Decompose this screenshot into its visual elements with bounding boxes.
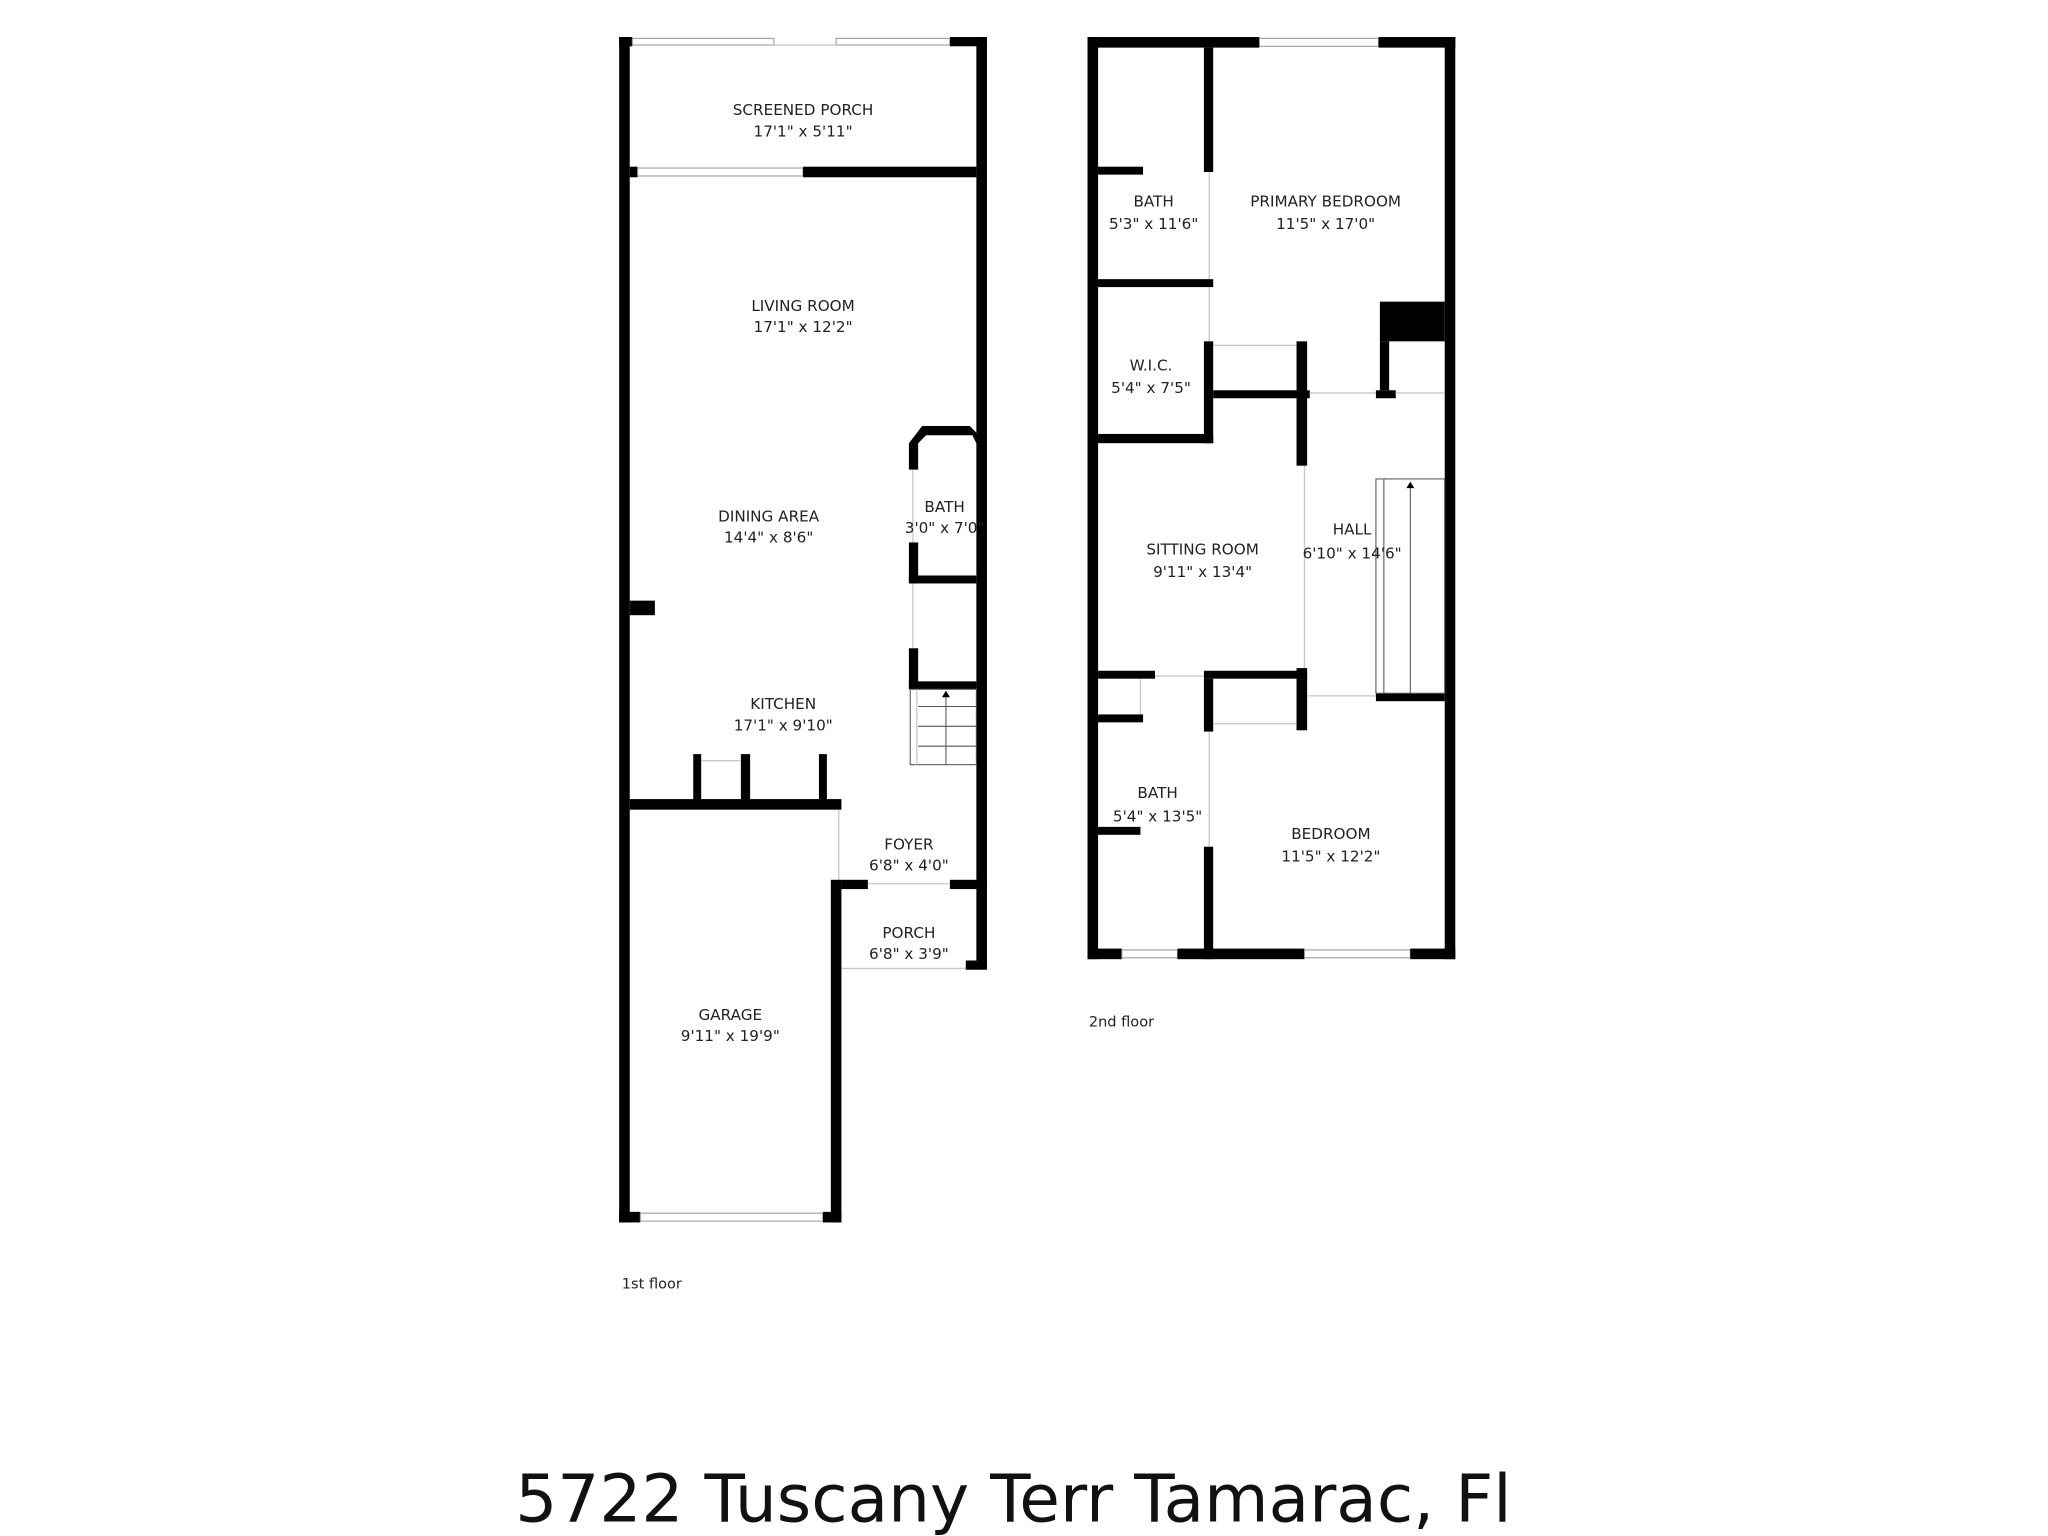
room-size: 6'10" x 14'6" <box>1303 544 1402 562</box>
wall <box>1375 693 1445 702</box>
room-size: 17'1" x 12'2" <box>754 318 853 336</box>
wall <box>949 879 987 890</box>
wall <box>976 37 987 969</box>
wall <box>1296 668 1308 731</box>
room-size: 6'8" x 3'9" <box>869 945 949 963</box>
wall <box>1098 166 1144 175</box>
room-name: PORCH <box>882 924 935 942</box>
room-name: KITCHEN <box>750 695 816 713</box>
room-size: 17'1" x 9'10" <box>734 716 833 734</box>
wall <box>1203 670 1308 679</box>
wall <box>1098 433 1214 444</box>
wall <box>908 426 980 470</box>
garage-door <box>639 1212 824 1222</box>
room-size: 11'5" x 12'2" <box>1281 847 1380 865</box>
room-size: 14'4" x 8'6" <box>724 528 813 546</box>
room-name: FOYER <box>884 835 934 853</box>
window <box>1258 37 1380 47</box>
room-name: PRIMARY BEDROOM <box>1250 192 1401 210</box>
room-name: W.I.C. <box>1130 356 1173 374</box>
wall <box>908 575 977 584</box>
room-name: DINING AREA <box>718 507 820 525</box>
wall <box>908 681 977 690</box>
window <box>835 37 951 46</box>
wall <box>1177 948 1305 960</box>
floor-label-2nd: 2nd floor <box>1089 1014 1154 1031</box>
wall <box>1203 47 1214 172</box>
wall <box>629 600 655 616</box>
wall <box>1444 37 1456 960</box>
wall <box>949 37 987 47</box>
wall <box>629 166 638 178</box>
wall <box>1087 37 1099 960</box>
stairs <box>1375 478 1446 694</box>
room-name: LIVING ROOM <box>751 297 854 315</box>
room-size: 5'4" x 13'5" <box>1113 808 1202 826</box>
window <box>1121 949 1178 959</box>
room-name: GARAGE <box>698 1006 762 1024</box>
room-size: 5'4" x 7'5" <box>1111 379 1191 397</box>
window <box>631 37 775 46</box>
first-floor-plan <box>619 37 987 1223</box>
wall <box>908 648 919 690</box>
room-name: BATH <box>1137 784 1177 802</box>
wall <box>1375 390 1396 399</box>
wall <box>1203 846 1214 960</box>
wall <box>1098 826 1141 835</box>
room-size: 9'11" x 13'4" <box>1153 563 1252 581</box>
sliding-door <box>637 167 804 177</box>
property-address-title: 5722 Tuscany Terr Tamarac, Fl <box>515 1460 1511 1536</box>
wall <box>1098 670 1155 679</box>
wall <box>1203 341 1214 444</box>
wall <box>619 37 630 1223</box>
wall <box>908 542 919 584</box>
wall <box>822 1211 842 1223</box>
wall <box>818 754 827 805</box>
room-name: SCREENED PORCH <box>733 101 874 119</box>
room-labels: SCREENED PORCH 17'1" x 5'11" LIVING ROOM… <box>681 101 1402 1045</box>
room-name: SITTING ROOM <box>1146 540 1259 558</box>
wall <box>1098 714 1144 723</box>
wall <box>1087 37 1260 48</box>
wall <box>841 879 868 890</box>
room-size: 11'5" x 17'0" <box>1276 215 1375 233</box>
room-size: 3'0" x 7'0" <box>905 519 985 537</box>
wall <box>1203 678 1214 732</box>
wall <box>1213 390 1310 399</box>
wall <box>1296 341 1308 466</box>
wall <box>693 754 702 805</box>
wall <box>740 754 751 805</box>
room-size: 17'1" x 5'11" <box>754 122 853 140</box>
wall <box>629 799 842 810</box>
room-name: BEDROOM <box>1291 825 1370 843</box>
room-size: 9'11" x 19'9" <box>681 1027 780 1045</box>
wall <box>1087 948 1122 960</box>
room-name: BATH <box>1133 192 1173 210</box>
wall <box>965 960 987 970</box>
wall <box>1379 341 1390 391</box>
wall <box>803 166 977 178</box>
window <box>1303 949 1411 959</box>
wall <box>830 879 842 1223</box>
wall <box>1098 279 1214 288</box>
floor-label-1st: 1st floor <box>622 1276 682 1293</box>
wall <box>1378 37 1456 48</box>
room-name: HALL <box>1333 520 1372 538</box>
wall <box>619 1211 641 1223</box>
room-size: 6'8" x 4'0" <box>869 857 949 875</box>
room-size: 5'3" x 11'6" <box>1109 215 1198 233</box>
room-name: BATH <box>924 498 964 516</box>
second-floor-plan <box>1087 37 1456 960</box>
stairs <box>909 688 977 766</box>
wall <box>1379 301 1445 342</box>
wall <box>1410 948 1456 960</box>
wall <box>619 37 633 47</box>
